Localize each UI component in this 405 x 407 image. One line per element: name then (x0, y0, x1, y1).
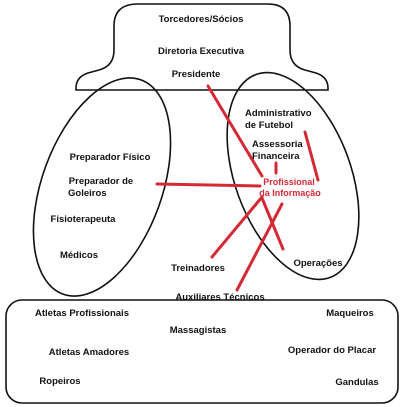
link-auxiliares (235, 202, 284, 292)
hub-label-line2: da Informação (259, 188, 321, 198)
label-atletas-amadores: Atletas Amadores (49, 347, 129, 358)
label-atletas-profissionais: Atletas Profissionais (35, 308, 129, 319)
top-region (75, 3, 329, 91)
label-treinadores: Treinadores (171, 263, 225, 274)
label-massagistas: Massagistas (170, 325, 227, 336)
label-preparador-goleiros-1: Preparador de (69, 176, 133, 187)
label-auxiliares: Auxiliares Técnicos (175, 292, 264, 303)
label-operacoes: Operações (293, 258, 342, 269)
label-operador-placar: Operador do Placar (288, 345, 376, 356)
label-administrativo-2: de Futebol (245, 120, 293, 131)
label-administrativo-1: Administrativo (245, 108, 312, 119)
label-assessoria-1: Assessoria (252, 139, 303, 150)
label-medicos: Médicos (60, 250, 98, 261)
label-gandulas: Gandulas (335, 377, 378, 388)
link-preparador-goleiros (155, 182, 262, 188)
left-region (32, 77, 172, 297)
hub-label-line1: Profissional (263, 177, 315, 187)
label-preparador-fisico: Preparador Físico (70, 152, 151, 163)
label-assessoria-2: Financeira (252, 151, 300, 162)
label-presidente: Presidente (172, 69, 221, 80)
label-preparador-goleiros-2: Goleiros (68, 188, 107, 199)
link-presidente (206, 84, 264, 178)
link-treinadores (210, 195, 264, 259)
label-maqueiros: Maqueiros (326, 308, 374, 319)
information-links (155, 84, 320, 292)
bottom-region (5, 299, 399, 404)
label-roupeiros: Ropeiros (39, 376, 80, 387)
label-fisioterapeuta: Fisioterapeuta (51, 214, 117, 225)
right-region (226, 71, 360, 281)
label-torcedores: Torcedores/Sócios (159, 14, 244, 25)
label-diretoria: Diretoria Executiva (158, 46, 245, 57)
link-administrativo (303, 130, 320, 182)
